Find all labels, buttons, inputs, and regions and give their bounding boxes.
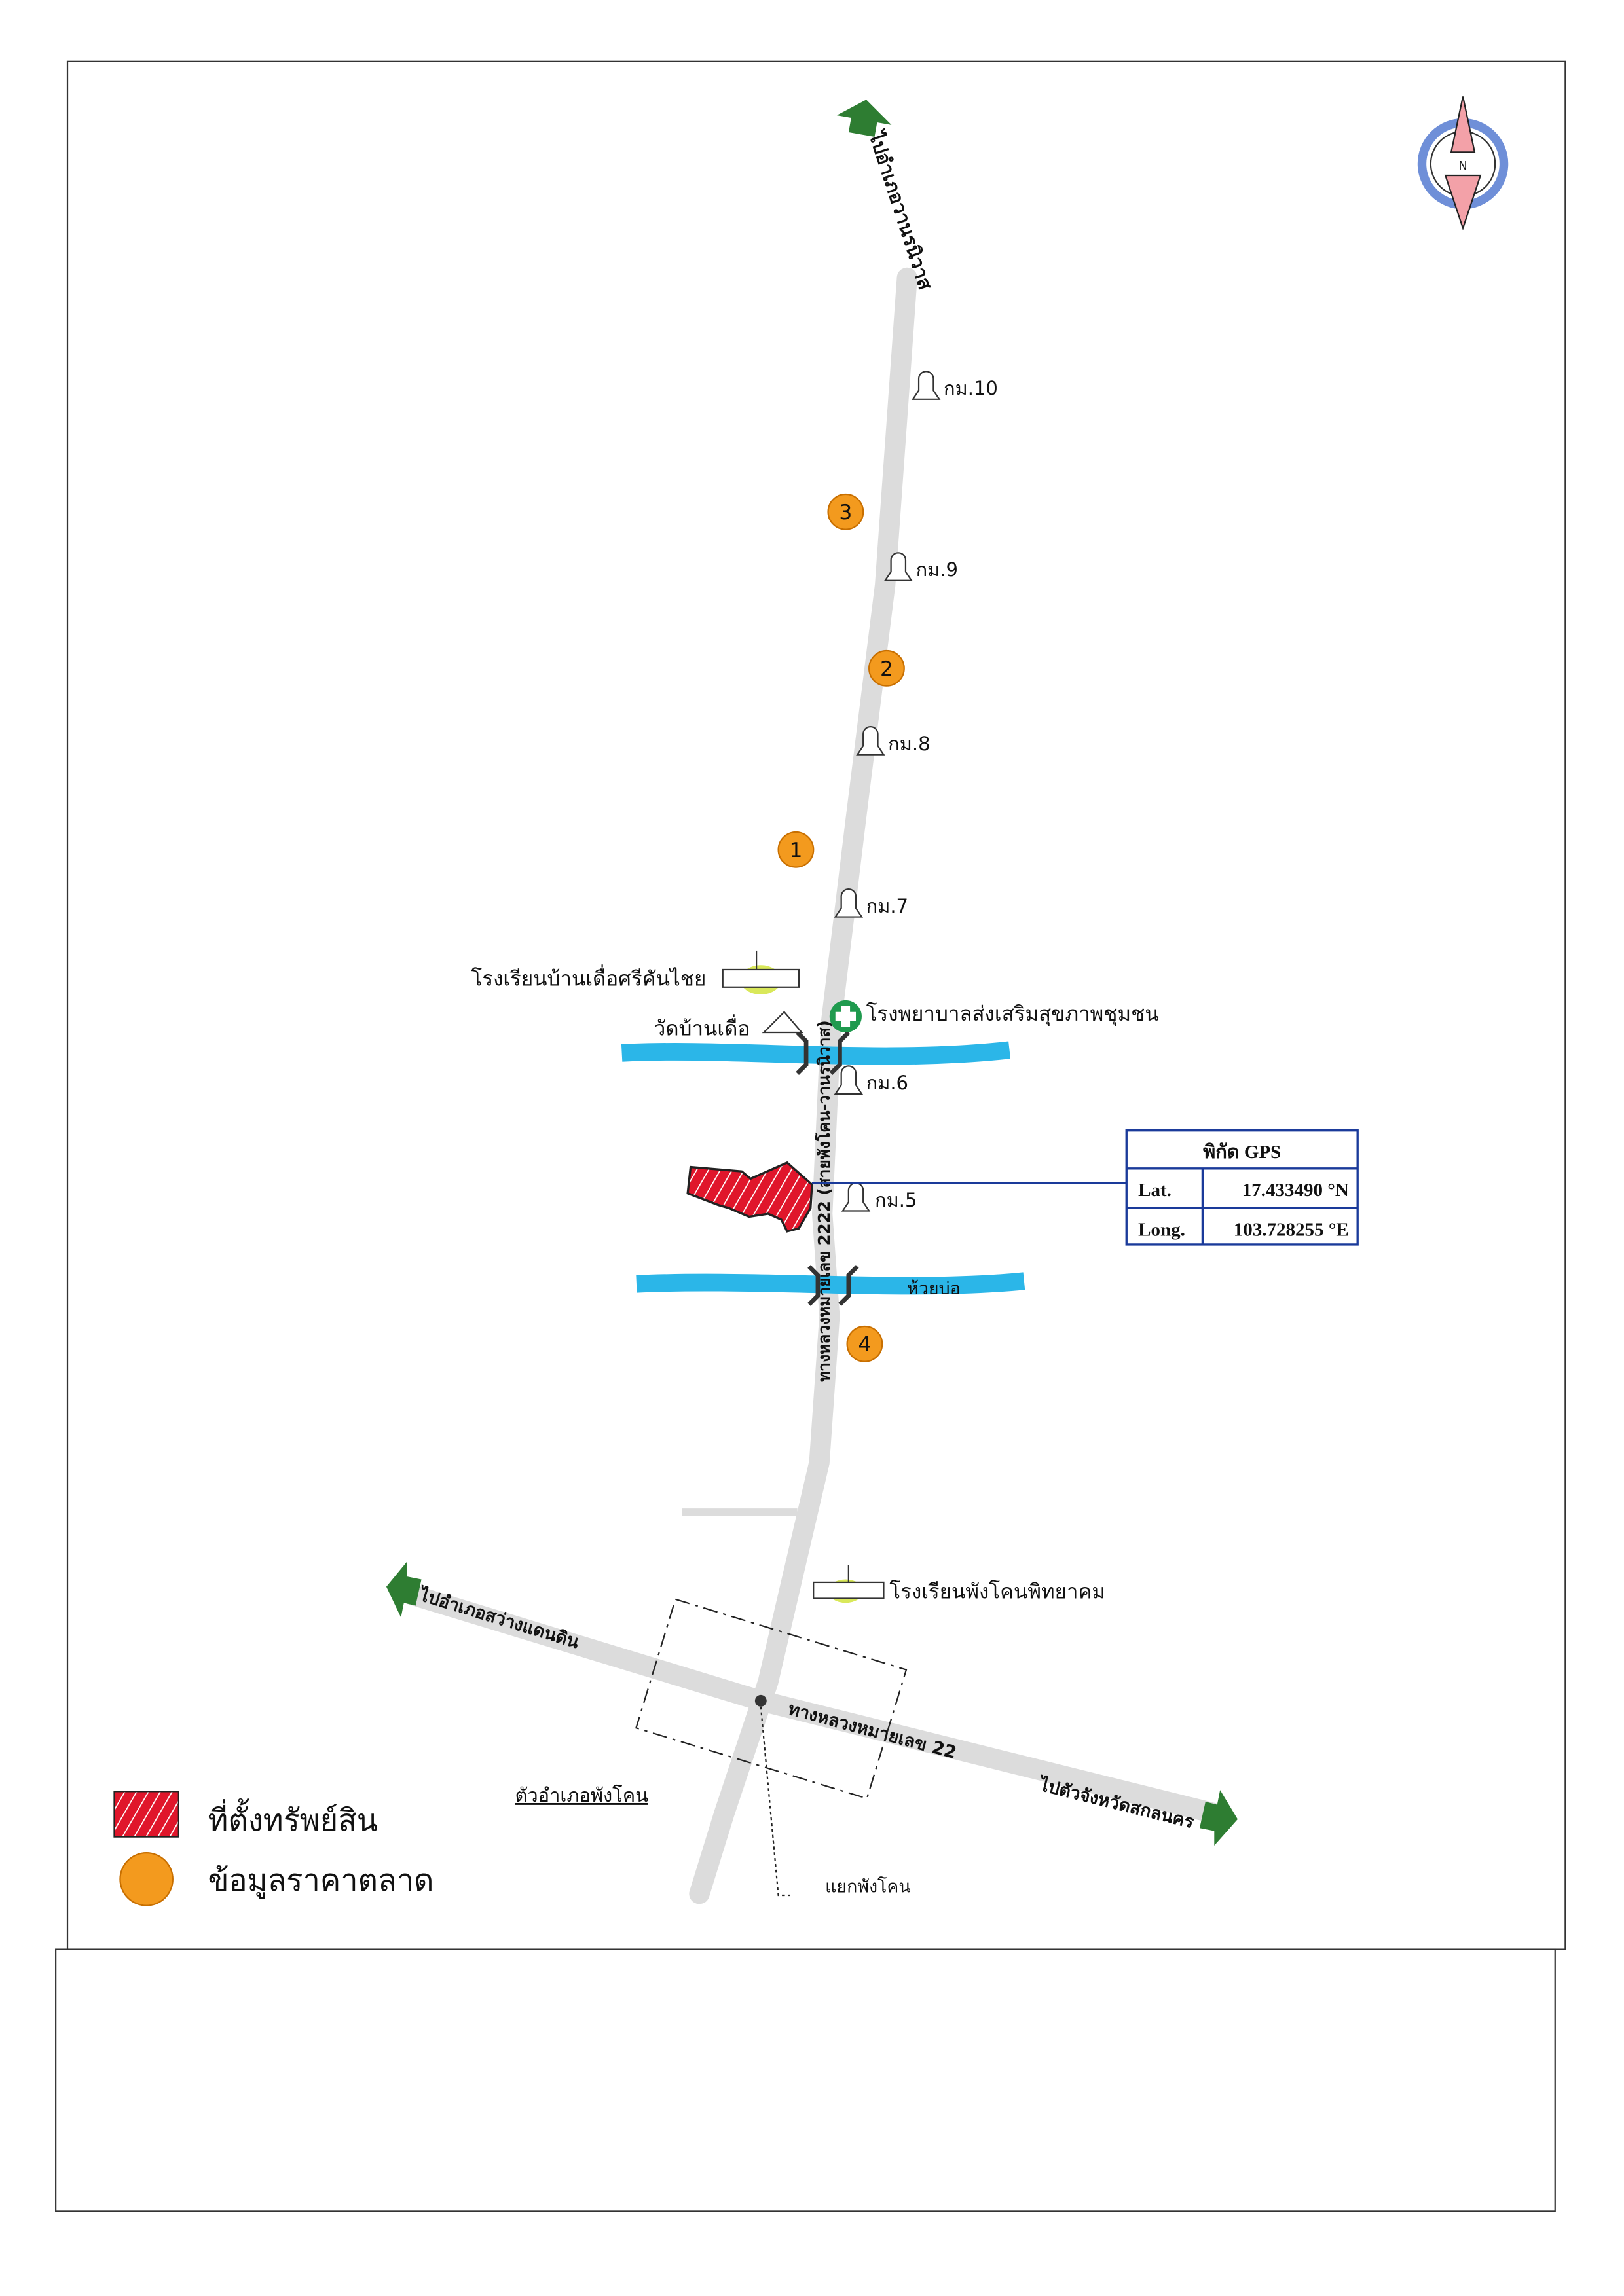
km-marker: กม.6 [834, 1065, 908, 1095]
svg-text:4: 4 [858, 1333, 871, 1357]
arrow-east-icon [1199, 1790, 1238, 1846]
milestone-icon [912, 371, 941, 400]
market-point[interactable]: 4 [846, 1325, 883, 1362]
direction-west-label: ไปอำเภอสว่างแดนดิน [415, 1584, 582, 1653]
arrow-north-icon [836, 100, 892, 137]
district-label: ตัวอำเภอพังโคน [515, 1784, 649, 1806]
school-phang-khon-label: โรงเรียนพังโคนพิทยาคม [889, 1579, 1105, 1603]
svg-text:3: 3 [839, 501, 852, 524]
svg-text:1: 1 [789, 839, 802, 862]
school-ban-duea-label: โรงเรียนบ้านเดื่อศรีคันไชย [471, 964, 707, 991]
market-point[interactable]: 1 [777, 831, 815, 868]
junction-point [754, 1694, 767, 1707]
milestone-icon [883, 552, 913, 581]
main-road [689, 267, 917, 1904]
svg-text:2: 2 [880, 657, 893, 681]
km-marker: กม.5 [841, 1182, 917, 1212]
svg-text:กม.8: กม.8 [888, 733, 930, 755]
arrow-west-icon [386, 1561, 422, 1618]
gps-lat-label: Lat. [1138, 1180, 1172, 1201]
junction-leader [760, 1706, 790, 1897]
km-markers: กม.10 กม.9 กม.8 กม.7 กม.6 กม.5 [834, 371, 998, 1212]
school-icon [813, 1565, 885, 1603]
gps-title: พิกัด GPS [1203, 1142, 1281, 1163]
creek-label: ห้วยบ่อ [907, 1279, 961, 1299]
milestone-icon [856, 726, 885, 756]
milestone-icon [841, 1182, 871, 1212]
main-road-label: ทางหลวงหมายเลข 2222 (สายพังโคน-วานรนิวาส… [815, 1020, 834, 1382]
legend-market-swatch [119, 1852, 174, 1906]
gps-long-label: Long. [1138, 1220, 1185, 1241]
legend-property-label: ที่ตั้งทรัพย์สิน [208, 1798, 377, 1839]
km-marker: กม.9 [883, 552, 958, 581]
hospital-icon [829, 1000, 862, 1033]
svg-text:N: N [1458, 159, 1467, 173]
legend-market-label: ข้อมูลราคาตลาด [208, 1863, 434, 1899]
milestone-icon [834, 888, 864, 918]
junction-label: แยกพังโคน [825, 1876, 911, 1897]
legend-property-swatch [113, 1791, 179, 1838]
svg-text:กม.7: กม.7 [866, 895, 908, 917]
direction-north-label: ไปอำเภอวานรนิวาส [864, 127, 937, 293]
km-marker: กม.10 [912, 371, 998, 400]
gps-table [1125, 1129, 1359, 1246]
hospital-label: โรงพยาบาลส่งเสริมสุขภาพชุมชน [866, 1002, 1159, 1027]
svg-text:กม.9: กม.9 [916, 558, 958, 581]
km-marker: กม.7 [834, 888, 908, 918]
district-boundary [635, 1598, 908, 1800]
river-huai-bo [636, 1272, 1025, 1295]
compass-icon: N [1417, 96, 1509, 230]
property-parcel[interactable] [686, 1161, 813, 1233]
map-frame [66, 60, 1566, 1950]
bottom-frame [55, 1948, 1556, 2212]
gps-lat-value: 17.433490 °N [1242, 1180, 1349, 1201]
market-points: 3 2 1 4 [777, 493, 905, 1362]
cross-road-label: ทางหลวงหมายเลข 22 [786, 1699, 959, 1763]
svg-text:กม.6: กม.6 [866, 1072, 908, 1094]
school-icon [722, 950, 800, 994]
temple-label: วัดบ้านเดื่อ [654, 1014, 750, 1041]
svg-text:กม.5: กม.5 [875, 1189, 917, 1211]
market-point[interactable]: 2 [868, 649, 905, 687]
bridge-icon [796, 1030, 859, 1306]
market-point[interactable]: 3 [827, 493, 864, 530]
gps-long-value: 103.728255 °E [1234, 1220, 1349, 1241]
milestone-icon [834, 1065, 864, 1095]
km-marker: กม.8 [856, 726, 931, 756]
svg-text:กม.10: กม.10 [944, 377, 998, 399]
temple-icon [762, 1011, 803, 1034]
